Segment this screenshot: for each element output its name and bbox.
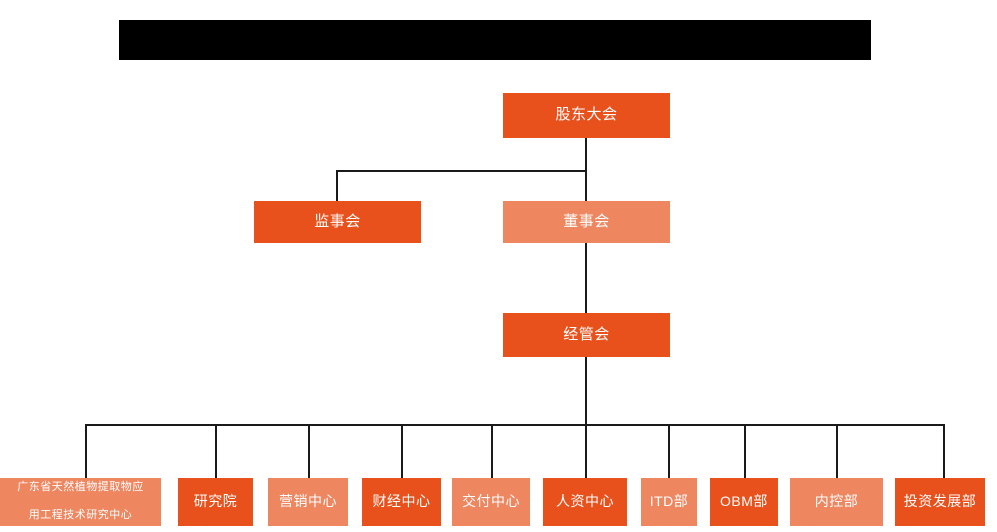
connector-drop-itd: [668, 424, 670, 478]
node-delivery[interactable]: 交付中心: [452, 478, 530, 526]
node-finance[interactable]: 财经中心: [362, 478, 441, 526]
connector-level1-bus: [336, 170, 587, 172]
connector-drop-hr: [585, 424, 587, 478]
connector-drop-institute: [215, 424, 217, 478]
connector-drop-investment: [943, 424, 945, 478]
connector-drop-research-center: [85, 424, 87, 478]
redacted-title-bar: [119, 20, 871, 60]
connector-departments-bus: [85, 424, 943, 426]
node-itd[interactable]: ITD部: [641, 478, 697, 526]
connector-drop-obm: [744, 424, 746, 478]
connector-shareholders-down: [585, 138, 587, 171]
node-marketing[interactable]: 营销中心: [268, 478, 348, 526]
connector-directors-down: [585, 170, 587, 201]
connector-directors-to-management: [585, 243, 587, 313]
node-investment[interactable]: 投资发展部: [895, 478, 985, 526]
node-directors[interactable]: 董事会: [503, 201, 670, 243]
node-supervisors-label: 监事会: [314, 212, 361, 230]
node-supervisors[interactable]: 监事会: [254, 201, 421, 243]
connector-drop-internal-control: [836, 424, 838, 478]
node-itd-label: ITD部: [649, 493, 689, 510]
node-research-center-line1: 广东省天然植物提取物应: [17, 481, 144, 494]
node-hr[interactable]: 人资中心: [543, 478, 627, 526]
node-research-center-line2: 用工程技术研究中心: [28, 508, 133, 521]
node-internal-control[interactable]: 内控部: [790, 478, 883, 526]
node-finance-label: 财经中心: [372, 493, 431, 510]
connector-management-down: [585, 357, 587, 425]
node-hr-label: 人资中心: [556, 493, 614, 510]
connector-drop-delivery: [491, 424, 493, 478]
node-management[interactable]: 经管会: [503, 313, 670, 357]
node-shareholders-label: 股东大会: [555, 106, 618, 124]
node-institute-label: 研究院: [193, 493, 238, 510]
node-shareholders[interactable]: 股东大会: [503, 93, 670, 138]
node-management-label: 经管会: [563, 325, 610, 343]
node-investment-label: 投资发展部: [903, 493, 977, 510]
node-institute[interactable]: 研究院: [178, 478, 253, 526]
node-obm[interactable]: OBM部: [710, 478, 778, 526]
node-marketing-label: 营销中心: [279, 493, 337, 510]
connector-supervisors-down: [336, 170, 338, 201]
node-research-center[interactable]: 广东省天然植物提取物应 用工程技术研究中心: [0, 478, 161, 526]
connector-drop-marketing: [308, 424, 310, 478]
node-research-center-label: 广东省天然植物提取物应 用工程技术研究中心: [17, 481, 144, 522]
node-directors-label: 董事会: [563, 212, 610, 230]
connector-drop-finance: [401, 424, 403, 478]
redacted-title-text: [119, 20, 871, 21]
node-obm-label: OBM部: [720, 493, 768, 510]
node-internal-control-label: 内控部: [814, 493, 859, 510]
node-delivery-label: 交付中心: [462, 493, 520, 510]
